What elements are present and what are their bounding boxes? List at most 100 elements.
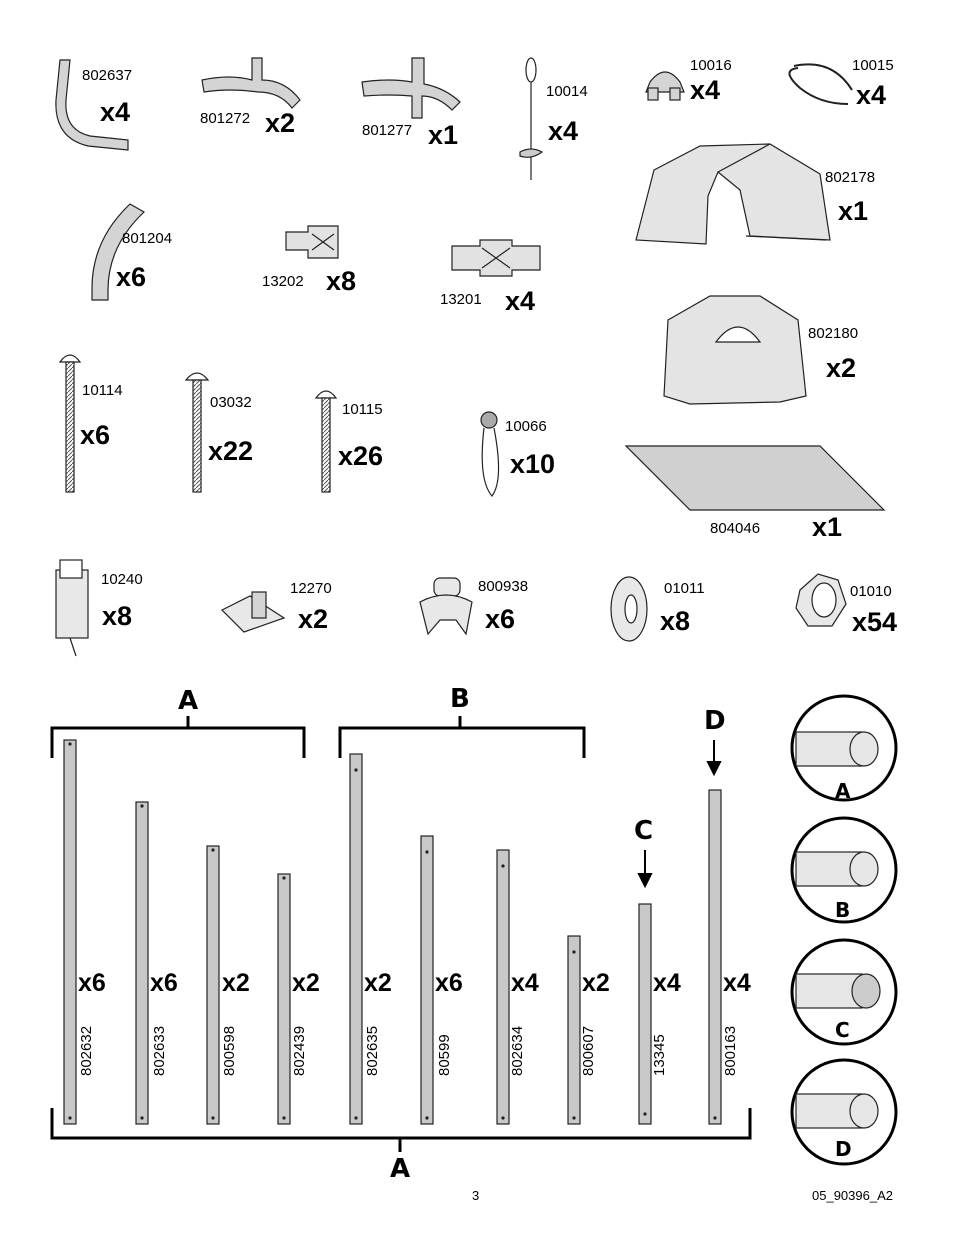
part-10240-icon bbox=[55, 559, 89, 657]
group-a-top-label: A bbox=[178, 686, 199, 716]
pn-10014: 10014 bbox=[546, 83, 588, 100]
part-01010-icon bbox=[795, 573, 847, 627]
qty-802178: x1 bbox=[838, 196, 869, 226]
tube-800607-qty: x2 bbox=[582, 969, 610, 997]
tube-802633-pn: 802633 bbox=[151, 1025, 168, 1076]
pn-10240: 10240 bbox=[101, 571, 143, 588]
tube-802632-qty: x6 bbox=[78, 969, 106, 997]
detail-c-label: C bbox=[835, 1018, 850, 1042]
tube-802439-qty: x2 bbox=[292, 969, 320, 997]
pn-802180: 802180 bbox=[808, 325, 859, 342]
tube-800607 bbox=[567, 935, 581, 1125]
qty-03032: x22 bbox=[208, 436, 254, 466]
qty-801272: x2 bbox=[265, 108, 296, 138]
pn-10066: 10066 bbox=[505, 418, 547, 435]
pn-801272: 801272 bbox=[200, 110, 251, 127]
tube-800163-qty: x4 bbox=[723, 969, 751, 997]
pn-03032: 03032 bbox=[210, 394, 252, 411]
tube-802634 bbox=[496, 849, 510, 1125]
group-b-top-label: B bbox=[450, 684, 470, 714]
pn-01011: 01011 bbox=[664, 580, 705, 597]
tube-80599-pn: 80599 bbox=[436, 1034, 453, 1076]
pn-13202: 13202 bbox=[262, 273, 304, 290]
qty-12270: x2 bbox=[298, 604, 329, 634]
detail-d-label: D bbox=[835, 1137, 852, 1161]
pn-13201: 13201 bbox=[440, 291, 482, 308]
part-10016-icon bbox=[645, 71, 685, 101]
part-13201-icon bbox=[451, 239, 541, 277]
part-804046-icon bbox=[624, 445, 886, 511]
tube-80599 bbox=[420, 835, 434, 1125]
tube-13345-pn: 13345 bbox=[651, 1034, 668, 1076]
qty-01010: x54 bbox=[852, 607, 898, 637]
tube-802635-pn: 802635 bbox=[364, 1025, 381, 1076]
qty-10016: x4 bbox=[690, 75, 721, 105]
pn-800938: 800938 bbox=[478, 578, 529, 595]
part-801277-icon bbox=[361, 57, 461, 119]
tube-802632-pn: 802632 bbox=[78, 1025, 95, 1076]
part-13202-icon bbox=[285, 225, 339, 259]
pn-801204: 801204 bbox=[122, 230, 173, 247]
page-number: 3 bbox=[472, 1188, 480, 1203]
qty-10014: x4 bbox=[548, 116, 579, 146]
part-10114-icon bbox=[58, 354, 82, 493]
part-10066-icon bbox=[480, 411, 500, 497]
part-03032-icon bbox=[184, 372, 210, 493]
pn-10016: 10016 bbox=[690, 57, 732, 74]
pn-10015: 10015 bbox=[852, 57, 894, 74]
part-10014-icon bbox=[519, 57, 544, 180]
qty-10015: x4 bbox=[856, 80, 887, 110]
tube-800598 bbox=[206, 845, 220, 1125]
part-802180-icon bbox=[663, 295, 807, 405]
tube-13345-qty: x4 bbox=[653, 969, 681, 997]
pn-10114: 10114 bbox=[82, 382, 123, 399]
pn-12270: 12270 bbox=[290, 580, 332, 597]
pn-801277: 801277 bbox=[362, 122, 413, 139]
qty-804046: x1 bbox=[812, 512, 843, 542]
tube-13345 bbox=[638, 903, 652, 1125]
part-802178-icon bbox=[635, 143, 831, 245]
pn-802178: 802178 bbox=[825, 169, 876, 186]
bracket-a-bottom bbox=[50, 1108, 752, 1152]
tube-802439 bbox=[277, 873, 291, 1125]
part-800938-icon bbox=[419, 577, 473, 636]
detail-a-label: A bbox=[835, 779, 851, 803]
tube-802633 bbox=[135, 801, 149, 1125]
tube-d-label: D bbox=[704, 706, 726, 736]
part-12270-icon bbox=[220, 591, 286, 633]
part-10115-icon bbox=[314, 390, 338, 493]
tube-800163-pn: 800163 bbox=[722, 1025, 739, 1076]
tube-802632 bbox=[63, 739, 77, 1125]
tube-802634-qty: x4 bbox=[511, 969, 539, 997]
qty-802180: x2 bbox=[826, 353, 857, 383]
part-01011-icon bbox=[610, 576, 648, 642]
qty-13202: x8 bbox=[326, 266, 357, 296]
qty-13201: x4 bbox=[505, 286, 536, 316]
tube-800598-pn: 800598 bbox=[221, 1025, 238, 1076]
tube-802635-qty: x2 bbox=[364, 969, 392, 997]
detail-b-label: B bbox=[835, 898, 851, 922]
pn-01010: 01010 bbox=[850, 583, 892, 600]
qty-10114: x6 bbox=[80, 420, 111, 450]
pn-804046: 804046 bbox=[710, 520, 761, 537]
qty-10240: x8 bbox=[102, 601, 133, 631]
qty-801204: x6 bbox=[116, 262, 147, 292]
tube-802634-pn: 802634 bbox=[509, 1025, 526, 1076]
part-801204-icon bbox=[91, 203, 146, 301]
part-801272-icon bbox=[201, 57, 301, 109]
qty-01011: x8 bbox=[660, 606, 691, 636]
bracket-b-top bbox=[338, 716, 586, 758]
part-802637-icon bbox=[55, 59, 129, 151]
qty-802637: x4 bbox=[100, 97, 131, 127]
document-code: 05_90396_A2 bbox=[812, 1188, 893, 1203]
tube-800607-pn: 800607 bbox=[580, 1025, 597, 1076]
bracket-a-top bbox=[50, 716, 306, 758]
tube-c-label: C bbox=[634, 816, 654, 846]
pn-10115: 10115 bbox=[342, 401, 383, 418]
tube-80599-qty: x6 bbox=[435, 969, 463, 997]
tube-800598-qty: x2 bbox=[222, 969, 250, 997]
group-a-bottom-label: A bbox=[390, 1154, 411, 1184]
tube-802633-qty: x6 bbox=[150, 969, 178, 997]
pn-802637: 802637 bbox=[82, 67, 133, 84]
